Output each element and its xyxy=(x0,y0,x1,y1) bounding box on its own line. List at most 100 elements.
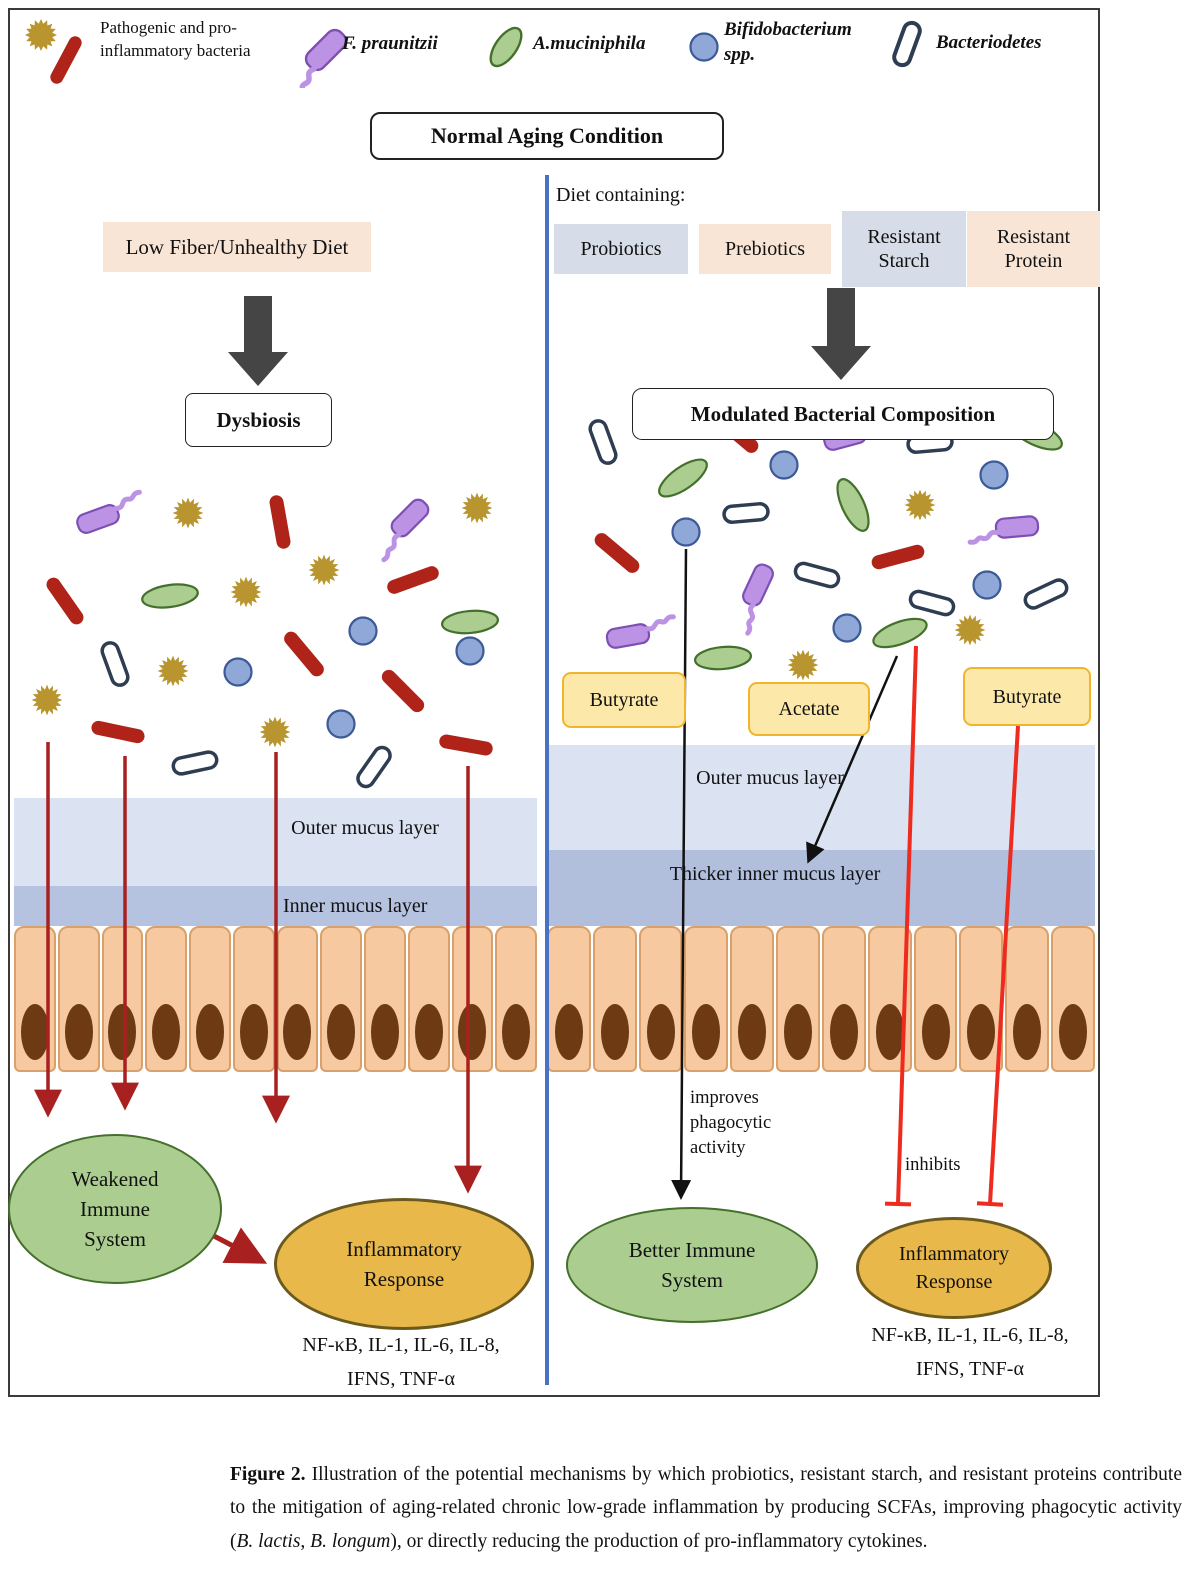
epithelial-cell xyxy=(1051,926,1095,1072)
outer-mucus-label-left: Outer mucus layer xyxy=(291,817,439,839)
bacteriodetes-icon xyxy=(892,20,922,68)
weakened-immune-ellipse: Weakened Immune System xyxy=(8,1134,222,1284)
epithelial-cell xyxy=(959,926,1004,1072)
epithelial-cell xyxy=(320,926,362,1072)
cytokines-right-line1: NF-κB, IL-1, IL-6, IL-8, xyxy=(871,1324,1069,1346)
diet-box-resistant-protein: Resistant Protein xyxy=(967,211,1100,287)
cell-nucleus xyxy=(458,1004,487,1060)
legend-label-a-muciniphila: A.muciniphila xyxy=(533,33,646,54)
title-normal-aging-condition: Normal Aging Condition xyxy=(370,112,724,160)
inflammatory-response-ellipse-left: Inflammatory Response xyxy=(274,1198,534,1330)
epithelial-cell xyxy=(592,926,637,1072)
legend-label-pathogenic: Pathogenic and pro-inflammatory bacteria xyxy=(100,18,251,60)
weakened-immune-label: Weakened Immune System xyxy=(71,1167,159,1251)
epithelial-cell xyxy=(821,926,866,1072)
cell-nucleus xyxy=(20,1004,49,1060)
epithelial-cell xyxy=(364,926,406,1072)
dysbiosis-box: Dysbiosis xyxy=(185,393,332,447)
diet-containing-label: Diet containing: xyxy=(556,184,686,206)
panel-divider xyxy=(545,175,549,1385)
epithelial-cell xyxy=(14,926,56,1072)
cytokines-right-line2: IFNS, TNF-α xyxy=(916,1358,1024,1380)
inflammatory-response-label-left: Inflammatory Response xyxy=(346,1237,462,1291)
a-muciniphila-icon xyxy=(489,26,523,68)
cell-nucleus xyxy=(829,1004,858,1060)
scfa-box-butyrate-2: Butyrate xyxy=(963,667,1091,726)
cell-nucleus xyxy=(283,1004,312,1060)
caption-segment: ), or directly reducing the production o… xyxy=(390,1530,928,1552)
outer-mucus-label-right: Outer mucus layer xyxy=(696,767,844,789)
epithelial-cell xyxy=(913,926,958,1072)
legend-label-bacteriodetes: Bacteriodetes xyxy=(936,32,1042,53)
cell-nucleus xyxy=(1059,1004,1088,1060)
epithelial-cell xyxy=(276,926,319,1072)
epithelial-cell xyxy=(407,926,450,1072)
caption-segment: B. longum xyxy=(310,1530,391,1552)
legend-label-f-praunitzii: F. praunitzii xyxy=(342,33,438,54)
bifidobacterium-icon xyxy=(689,32,719,62)
figure-caption: Figure 2. Illustration of the potential … xyxy=(230,1458,1182,1559)
epithelium-left xyxy=(14,926,537,1072)
inner-mucus-label-left: Inner mucus layer xyxy=(283,895,428,917)
pathogenic-bacteria-icon xyxy=(25,19,82,84)
cell-nucleus xyxy=(327,1004,356,1060)
outer-mucus-layer-right xyxy=(547,745,1095,850)
scfa-box-butyrate-0: Butyrate xyxy=(562,672,686,728)
cell-nucleus xyxy=(554,1004,583,1060)
cell-nucleus xyxy=(646,1004,675,1060)
epithelial-cell xyxy=(189,926,231,1072)
diet-box-resistant-starch: Resistant Starch xyxy=(842,211,966,287)
cell-nucleus xyxy=(738,1004,767,1060)
cell-nucleus xyxy=(502,1004,531,1060)
cell-nucleus xyxy=(64,1004,93,1060)
cell-nucleus xyxy=(108,1004,137,1060)
caption-segment: , xyxy=(300,1530,311,1552)
cell-nucleus xyxy=(967,1004,996,1060)
caption-segment: Figure 2. xyxy=(230,1463,306,1485)
outer-mucus-layer-left xyxy=(14,798,537,886)
cell-nucleus xyxy=(921,1004,950,1060)
diet-box-prebiotics: Prebiotics xyxy=(699,224,831,274)
improves-phagocytic-label: improves phagocytic activity xyxy=(690,1088,772,1158)
epithelial-cell xyxy=(638,926,683,1072)
cell-nucleus xyxy=(370,1004,399,1060)
better-immune-ellipse: Better Immune System xyxy=(566,1207,818,1323)
inhibits-label: inhibits xyxy=(905,1155,961,1175)
cell-nucleus xyxy=(875,1004,904,1060)
epithelial-cell xyxy=(495,926,537,1072)
f-praunitzii-icon xyxy=(294,28,348,88)
epithelial-cell xyxy=(547,926,591,1072)
caption-segment: Illustration of the potential mechanisms… xyxy=(230,1463,1182,1552)
epithelial-cell xyxy=(451,926,494,1072)
scfa-box-acetate-1: Acetate xyxy=(748,682,870,736)
inner-mucus-label-right: Thicker inner mucus layer xyxy=(669,863,881,885)
epithelial-cell xyxy=(57,926,100,1072)
epithelial-cell xyxy=(232,926,275,1072)
inflammatory-response-label-right: Inflammatory Response xyxy=(899,1243,1009,1293)
cytokines-left: NF-κB, IL-1, IL-6, IL-8, IFNS, TNF-α xyxy=(270,1328,532,1396)
epithelial-cell xyxy=(684,926,729,1072)
modulated-composition-box: Modulated Bacterial Composition xyxy=(632,388,1054,440)
better-immune-label: Better Immune System xyxy=(628,1238,756,1292)
epithelial-cell xyxy=(730,926,775,1072)
epithelium-right xyxy=(547,926,1095,1072)
cell-nucleus xyxy=(152,1004,181,1060)
diet-box-probiotics: Probiotics xyxy=(554,224,688,274)
cytokines-left-line1: NF-κB, IL-1, IL-6, IL-8, xyxy=(302,1334,500,1356)
cell-nucleus xyxy=(1013,1004,1042,1060)
cell-nucleus xyxy=(195,1004,224,1060)
cytokines-left-line2: IFNS, TNF-α xyxy=(347,1368,455,1390)
legend-label-bifidobacterium: Bifidobacterium spp. xyxy=(724,19,852,65)
low-fiber-diet-box: Low Fiber/Unhealthy Diet xyxy=(103,222,371,272)
cell-nucleus xyxy=(600,1004,629,1060)
epithelial-cell xyxy=(101,926,144,1072)
cell-nucleus xyxy=(414,1004,443,1060)
caption-segment: B. lactis xyxy=(236,1530,301,1552)
epithelial-cell xyxy=(867,926,912,1072)
epithelial-cell xyxy=(776,926,820,1072)
epithelial-cell xyxy=(1005,926,1050,1072)
cell-nucleus xyxy=(692,1004,721,1060)
epithelial-cell xyxy=(145,926,187,1072)
cell-nucleus xyxy=(784,1004,813,1060)
cytokines-right: NF-κB, IL-1, IL-6, IL-8, IFNS, TNF-α xyxy=(845,1318,1095,1386)
